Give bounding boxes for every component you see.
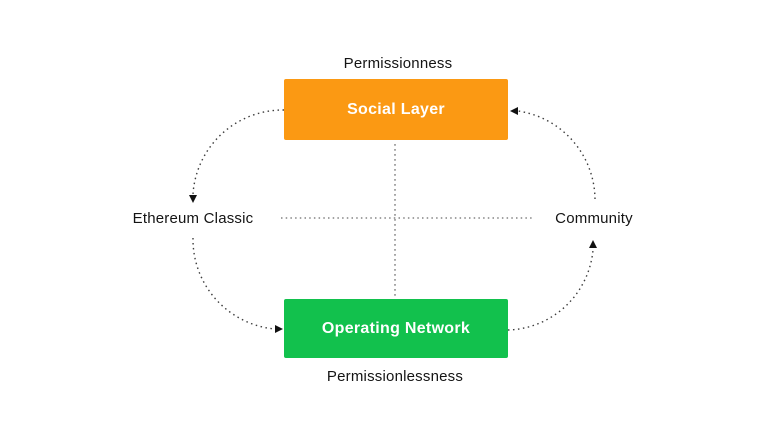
permissionness-label: Permissionness xyxy=(343,55,453,72)
arrowhead-up-icon xyxy=(589,240,597,248)
permissionlessness-label: Permissionlessness xyxy=(326,368,464,385)
community-label: Community xyxy=(555,210,633,227)
arrowhead-left-icon xyxy=(510,107,518,115)
arrow-operating-network-to-community xyxy=(507,249,594,331)
arrow-social-layer-to-ethereum-classic xyxy=(192,109,285,195)
ethereum-classic-label: Ethereum Classic xyxy=(132,210,254,227)
operating-network-box: Operating Network xyxy=(284,299,508,358)
arrow-community-to-social-layer xyxy=(517,110,596,200)
social-layer-box: Social Layer xyxy=(284,79,508,140)
operating-network-box-label: Operating Network xyxy=(321,319,471,337)
arrowhead-down-icon xyxy=(189,195,197,203)
social-layer-box-label: Social Layer xyxy=(347,100,445,118)
arrowhead-right-icon xyxy=(275,325,283,333)
arrow-ethereum-classic-to-operating-network xyxy=(192,237,276,330)
